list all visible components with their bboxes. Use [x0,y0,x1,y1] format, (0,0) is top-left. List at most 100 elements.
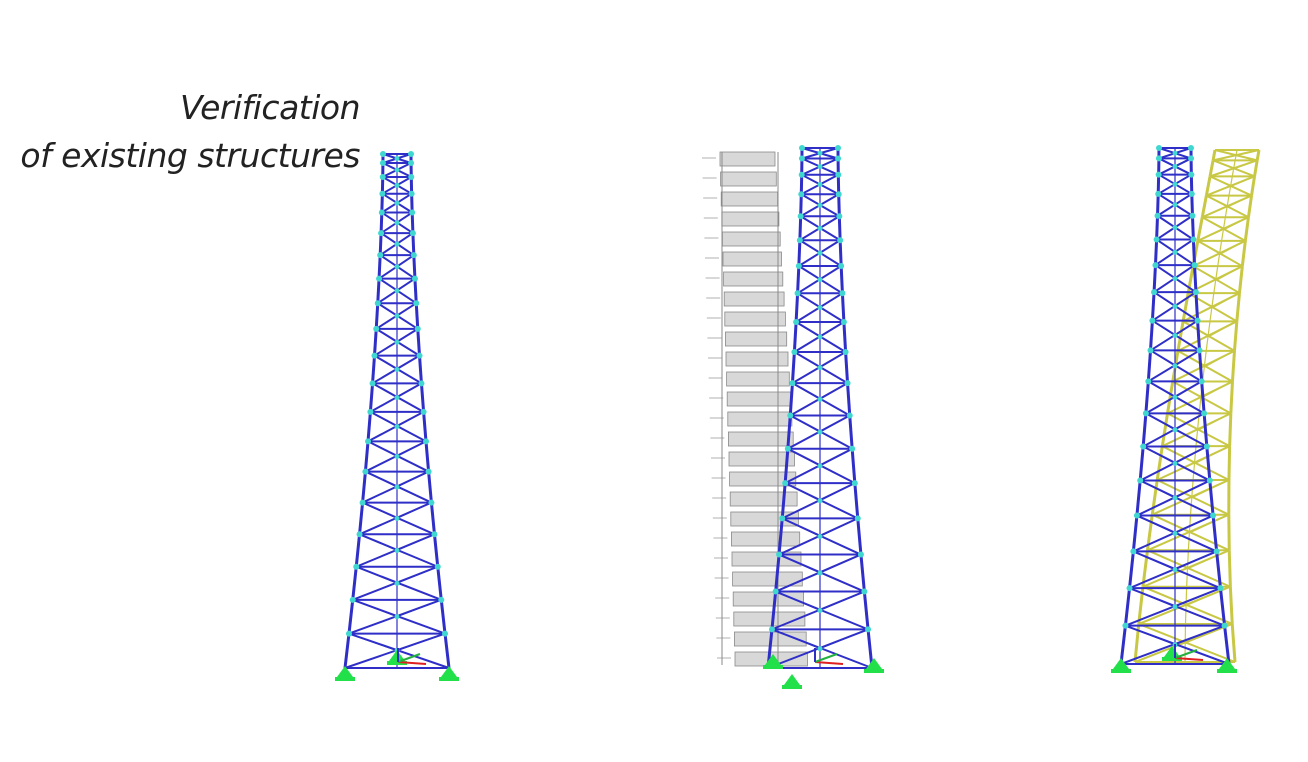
tower-leg [373,328,378,356]
tower-node [768,626,775,633]
tower-node [416,352,423,359]
tower-node [1188,171,1195,178]
tower-secondary-brace [1153,291,1176,307]
tower-secondary-brace [1186,586,1231,606]
tower-secondary-brace [1174,291,1197,307]
tower-leg [368,383,375,413]
tower-node [365,438,372,445]
tower-secondary-brace [1192,265,1218,281]
tower-leg [366,411,372,442]
tower-node [1206,477,1213,484]
tower-node [367,408,374,415]
tower-node [772,588,779,595]
tower-frame-3 [1119,145,1231,665]
tower-secondary-brace [379,254,398,268]
tower-secondary-brace [1174,174,1192,185]
tower-leg [432,534,440,567]
tower-leg [846,383,852,416]
load-bar [719,151,776,167]
tower-leg [1190,215,1195,240]
tower-secondary-brace [819,628,869,650]
tower-node [1172,394,1178,400]
tower-secondary-brace [1138,623,1186,644]
tower-leg [1208,160,1215,177]
tower-secondary-brace [396,599,442,618]
tower-leg [1196,320,1201,351]
tower-secondary-brace [819,448,853,467]
tower-frame-1 [343,151,451,669]
tower-secondary-brace [396,440,427,457]
tower-leg [774,554,781,592]
tower-secondary-brace [819,174,839,185]
tower-secondary-brace [1182,320,1211,337]
tower-node [1194,317,1201,324]
tower-leg [850,448,857,484]
tower-leg [1246,195,1254,218]
y-axis-icon [814,653,838,663]
tower-leg [376,278,381,304]
tower-node [442,630,449,637]
tower-node [1137,477,1144,484]
tower-leg [422,411,428,442]
tower-secondary-brace [792,382,821,400]
tower-secondary-brace [1174,625,1225,646]
tower-secondary-brace [819,591,865,611]
page-title: Verification of existing structures [20,84,360,180]
tower-secondary-brace [378,278,398,292]
tower-leg [410,212,415,234]
support-icon [784,674,800,685]
tower-leg [371,355,376,384]
tower-node [1217,585,1224,592]
tower-node [394,515,400,521]
title-line-1: Verification [179,88,361,127]
tower-leg [1204,176,1212,196]
tower-leg [1152,265,1157,293]
tower-leg [1155,445,1164,481]
tower-leg [1211,149,1217,161]
tower-leg [1153,239,1159,266]
tower-secondary-brace [356,566,398,584]
tower-leg [794,293,800,323]
tower-secondary-brace [375,328,398,343]
tower-leg [1215,551,1222,589]
tower-leg [1223,625,1231,665]
tower-secondary-brace [1167,412,1200,431]
tower-secondary-brace [801,174,821,185]
tower-node [1155,171,1162,178]
tower-secondary-brace [1174,193,1193,206]
tower-node [1126,585,1133,592]
support-icon [1111,669,1131,673]
tower-leg [1230,623,1237,663]
tower-leg [361,471,367,503]
tower-node [817,646,823,652]
support-icon [335,677,355,681]
tower-node [844,380,851,387]
tower-node [353,563,360,570]
tower-node [394,614,400,620]
tower-node [1172,333,1178,339]
tower-secondary-brace [1133,550,1176,571]
tower-leg [1135,480,1142,516]
tower-secondary-brace [374,355,398,370]
tower-node [425,468,432,475]
tower-leg [429,502,436,535]
tower-leg [1123,587,1132,626]
tower-secondary-brace [1174,480,1211,499]
tower-secondary-brace [396,502,432,519]
tower-leg [1232,321,1239,351]
tower-leg [1198,350,1204,382]
tower-leg [1253,160,1259,177]
tower-node [1172,303,1178,309]
tower-node [789,380,796,387]
tower-secondary-brace [348,633,398,652]
tower-node [817,570,823,576]
tower-secondary-brace [819,265,842,281]
load-bar [720,171,777,187]
tower-node [369,380,376,387]
tower-secondary-brace [377,302,398,317]
tower-secondary-brace [396,328,419,343]
tower-node [842,348,849,355]
tower-node [854,515,861,522]
tower-node [394,424,400,430]
